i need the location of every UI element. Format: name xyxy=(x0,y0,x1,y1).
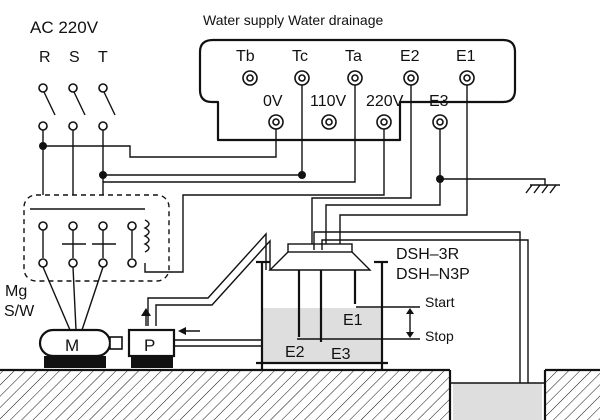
drain-pipe xyxy=(313,231,529,392)
ground xyxy=(0,368,600,420)
pump xyxy=(127,308,200,368)
terminal-label-e1: E1 xyxy=(456,48,476,65)
contactor-label-sw: S/W xyxy=(4,303,35,320)
phase-label-t: T xyxy=(98,49,108,66)
main-switch xyxy=(38,83,116,195)
terminal-label-ta: Ta xyxy=(345,48,362,65)
phase-label-s: S xyxy=(69,49,80,66)
model-name-2: DSH–N3P xyxy=(396,266,470,283)
electrode-rods xyxy=(297,270,357,342)
terminal-0v xyxy=(268,114,284,130)
sump-pit xyxy=(448,370,547,420)
electrode-holder xyxy=(268,243,372,271)
suction-pipe xyxy=(174,339,266,347)
electrode-label-e1: E1 xyxy=(343,312,363,329)
contactor-label-mg: Mg xyxy=(5,283,27,300)
relay-unit xyxy=(198,38,517,142)
terminal-e3 xyxy=(432,114,448,130)
terminal-label-220v: 220V xyxy=(366,93,404,110)
terminal-tc xyxy=(294,70,310,86)
electrode-label-e2: E2 xyxy=(285,344,305,361)
terminal-e2 xyxy=(403,70,419,86)
terminal-label-110v: 110V xyxy=(310,93,347,110)
terminal-label-tb: Tb xyxy=(236,48,255,65)
terminal-110v xyxy=(321,114,337,130)
motor-leads xyxy=(42,266,104,331)
supply-pipe xyxy=(147,232,271,326)
magnetic-contactor xyxy=(23,194,170,282)
terminal-220v xyxy=(376,114,392,130)
terminal-label-0v: 0V xyxy=(263,93,283,110)
terminal-e1 xyxy=(459,70,475,86)
model-name-1: DSH–3R xyxy=(396,246,459,263)
relay-header: Water supply Water drainage xyxy=(203,12,383,28)
level-stop-label: Stop xyxy=(425,328,454,344)
control-wiring xyxy=(43,85,560,273)
supply-label: AC 220V xyxy=(30,18,99,37)
phase-label-r: R xyxy=(39,49,51,66)
pump-label: P xyxy=(144,336,155,355)
terminal-ta xyxy=(347,70,363,86)
terminal-label-e3: E3 xyxy=(429,93,449,110)
terminal-label-e2: E2 xyxy=(400,48,420,65)
electrode-label-e3: E3 xyxy=(331,346,351,363)
terminal-tb xyxy=(242,70,258,86)
level-start-label: Start xyxy=(425,294,455,310)
level-markers xyxy=(297,306,420,340)
motor xyxy=(38,328,123,368)
motor-label: M xyxy=(65,336,79,355)
terminal-label-tc: Tc xyxy=(292,48,308,65)
